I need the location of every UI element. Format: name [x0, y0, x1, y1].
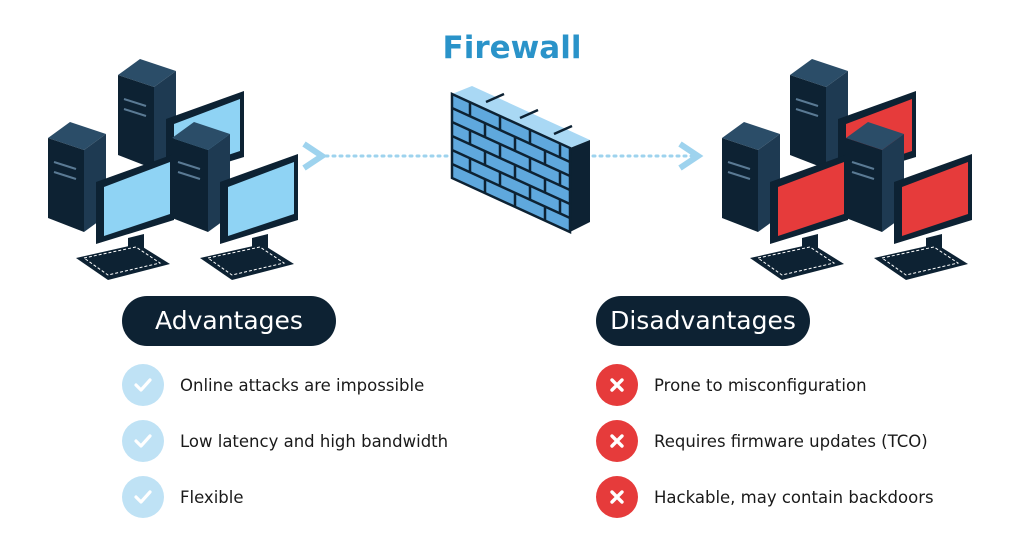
cross-icon: [596, 476, 638, 518]
untrusted-computers: [721, 58, 973, 281]
check-icon: [122, 364, 164, 406]
list-item: Prone to misconfiguration: [596, 357, 934, 413]
trusted-computers: [47, 58, 299, 281]
check-icon: [122, 420, 164, 462]
list-item: Online attacks are impossible: [122, 357, 448, 413]
check-icon: [122, 476, 164, 518]
advantages-heading: Advantages: [122, 296, 336, 346]
disadvantage-text: Prone to misconfiguration: [654, 375, 867, 395]
advantages-list: Online attacks are impossible Low latenc…: [122, 357, 448, 525]
disadvantage-text: Hackable, may contain backdoors: [654, 487, 934, 507]
list-item: Flexible: [122, 469, 448, 525]
disadvantage-text: Requires firmware updates (TCO): [654, 431, 928, 451]
brick-wall-icon: [450, 86, 590, 234]
list-item: Hackable, may contain backdoors: [596, 469, 934, 525]
cross-icon: [596, 420, 638, 462]
cross-icon: [596, 364, 638, 406]
disadvantages-list: Prone to misconfiguration Requires firmw…: [596, 357, 934, 525]
advantage-text: Online attacks are impossible: [180, 375, 425, 395]
disadvantages-heading: Disadvantages: [596, 296, 810, 346]
list-item: Low latency and high bandwidth: [122, 413, 448, 469]
list-item: Requires firmware updates (TCO): [596, 413, 934, 469]
advantage-text: Low latency and high bandwidth: [180, 431, 449, 451]
page-title: Firewall: [442, 30, 582, 66]
advantage-text: Flexible: [180, 487, 244, 507]
